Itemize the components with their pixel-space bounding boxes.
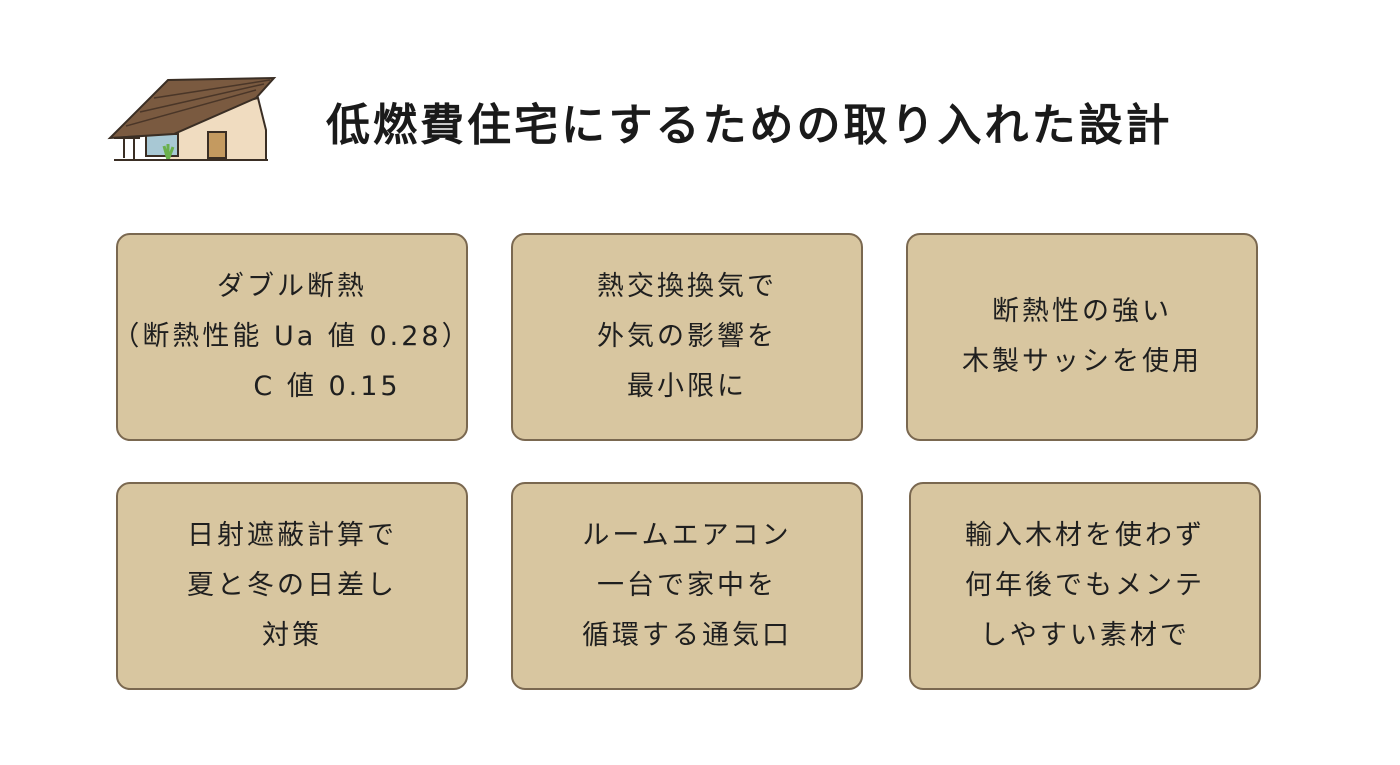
card-heat-exchange-ventilation: 熱交換換気で 外気の影響を 最小限に bbox=[511, 233, 863, 441]
card-line: ルームエアコン bbox=[582, 520, 792, 551]
card-line: 夏と冬の日差し bbox=[187, 570, 397, 601]
card-double-insulation: ダブル断熱 （断熱性能 Ua 値 0.28） C 値 0.15 bbox=[112, 233, 469, 441]
card-line: 循環する通気口 bbox=[582, 620, 792, 651]
card-line: 最小限に bbox=[627, 371, 747, 402]
card-room-air-conditioner: ルームエアコン 一台で家中を 循環する通気口 bbox=[511, 482, 863, 690]
card-line: 外気の影響を bbox=[597, 321, 777, 352]
card-line: 木製サッシを使用 bbox=[962, 346, 1202, 377]
card-line: 輸入木材を使わず bbox=[965, 520, 1205, 551]
card-line: ダブル断熱 bbox=[217, 271, 367, 302]
card-line: 一台で家中を bbox=[597, 570, 777, 601]
card-line: 何年後でもメンテ bbox=[965, 570, 1205, 601]
card-line: C 値 0.15 bbox=[253, 371, 401, 402]
card-line: （断熱性能 Ua 値 0.28） bbox=[112, 321, 472, 352]
card-solar-shading: 日射遮蔽計算で 夏と冬の日差し 対策 bbox=[116, 482, 468, 690]
card-line: しやすい素材で bbox=[980, 620, 1190, 651]
card-domestic-timber: 輸入木材を使わず 何年後でもメンテ しやすい素材で bbox=[909, 482, 1261, 690]
card-wooden-sash: 断熱性の強い 木製サッシを使用 bbox=[906, 233, 1258, 441]
house-icon bbox=[106, 72, 278, 172]
page-title: 低燃費住宅にするための取り入れた設計 bbox=[326, 100, 1173, 151]
card-line: 断熱性の強い bbox=[992, 296, 1172, 327]
card-line: 日射遮蔽計算で bbox=[187, 520, 397, 551]
card-line: 対策 bbox=[262, 620, 322, 651]
card-line: 熱交換換気で bbox=[597, 271, 777, 302]
